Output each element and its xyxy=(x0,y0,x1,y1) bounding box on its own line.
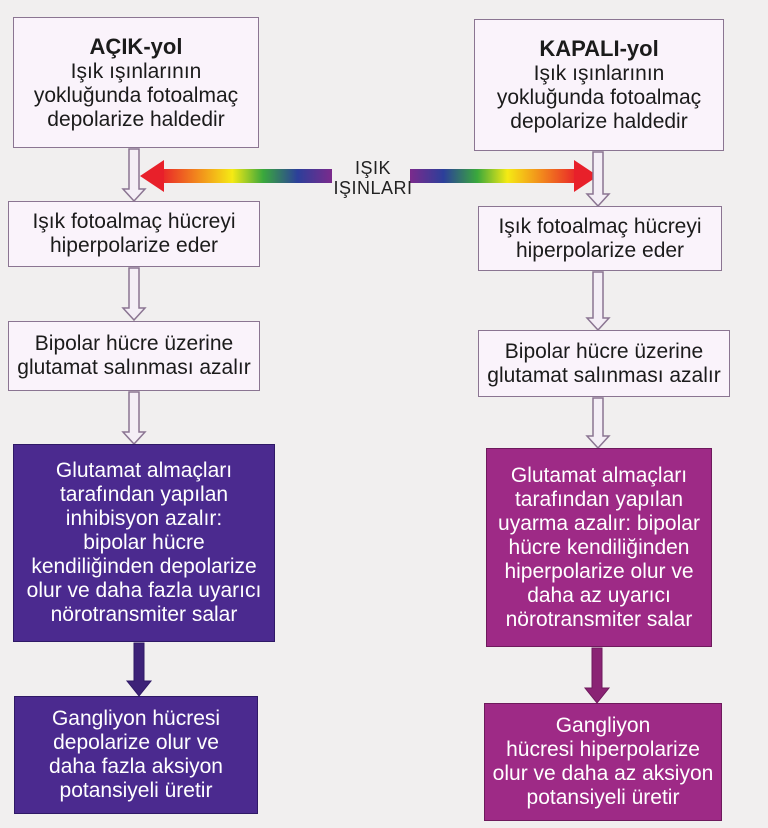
off-b1-line-1: Işık ışınlarının xyxy=(533,62,665,85)
on-b2-line-2: hiperpolarize eder xyxy=(49,234,219,257)
on-b4-line-3: inhibisyon azalır: xyxy=(65,507,223,530)
left-hollow-arrows xyxy=(121,148,147,446)
on-b4-line-1: Glutamat almaçları xyxy=(55,459,233,482)
on-b3-line-2: glutamat salınması azalır xyxy=(17,356,251,379)
on-b5-line-2: depolarize olur ve xyxy=(53,731,219,754)
on-b1-line-1: Işık ışınlarının xyxy=(70,59,202,83)
on-ganglion-depolarize-box: Gangliyon hücresi depolarize olur ve dah… xyxy=(14,696,258,814)
light-ray-arrow-right xyxy=(410,160,598,192)
off-b1-line-3: depolarize haldedir xyxy=(510,110,688,133)
on-b3-line-1: Bipolar hücre üzerine xyxy=(34,332,234,355)
on-b4-line-2: tarafından yapılan xyxy=(59,483,229,506)
arrow-right-1-2 xyxy=(585,151,611,208)
light-rays-label: IŞIK IŞINLARI xyxy=(318,158,428,198)
off-b2-line-2: hiperpolarize eder xyxy=(515,238,685,262)
on-b5-line-3: daha fazla aksiyon xyxy=(49,755,223,778)
on-b4-line-7: nörotransmiter salar xyxy=(50,603,238,626)
light-rays-label-line-1: IŞIK xyxy=(354,158,391,178)
off-pathway-header-box: KAPALI-yol Işık ışınlarının yokluğunda f… xyxy=(474,19,724,151)
off-b5-line-4: potansiyeli üretir xyxy=(526,786,680,809)
off-b4-line-6: daha az uyarıcı xyxy=(527,583,671,607)
off-bipolar-hyperpolarize-box: Glutamat almaçları tarafından yapılan uy… xyxy=(486,448,712,647)
on-b4-line-5: kendiliğinden depolarize xyxy=(31,555,257,578)
off-b4-line-5: hiperpolarize olur ve xyxy=(504,559,694,583)
on-b1-line-3: depolarize haldedir xyxy=(47,107,225,131)
off-photoreceptor-hyperpolarize-box: Işık fotoalmaç hücreyi hiperpolarize ede… xyxy=(478,206,722,271)
on-photoreceptor-hyperpolarize-box: Işık fotoalmaç hücreyi hiperpolarize ede… xyxy=(8,201,260,267)
on-b4-line-4: bipolar hücre xyxy=(83,531,205,554)
off-b3-line-2: glutamat salınması azalır xyxy=(487,363,721,387)
off-b5-line-2: hücresi hiperpolarize xyxy=(506,738,700,761)
arrow-left-3-4 xyxy=(121,391,147,446)
on-b1-line-2: yokluğunda fotoalmaç xyxy=(33,83,239,107)
light-rays-label-line-2: IŞINLARI xyxy=(333,178,413,198)
off-b4-line-4: hücre kendiliğinden xyxy=(508,535,690,559)
arrow-right-2-3 xyxy=(585,271,611,332)
right-hollow-arrows xyxy=(585,151,611,450)
on-bipolar-depolarize-box: Glutamat almaçları tarafından yapılan in… xyxy=(13,444,275,642)
off-b4-line-3: uyarma azalır: bipolar xyxy=(498,511,700,535)
light-ray-arrow-left xyxy=(140,160,332,192)
arrow-left-4-5 xyxy=(125,642,153,697)
on-b5-line-1: Gangliyon hücresi xyxy=(51,707,221,730)
on-pathway-header-box: AÇIK-yol Işık ışınlarının yokluğunda fot… xyxy=(13,17,259,148)
arrow-right-3-4 xyxy=(585,397,611,450)
off-b4-line-2: tarafından yapılan xyxy=(514,487,684,511)
off-b3-line-1: Bipolar hücre üzerine xyxy=(504,339,704,363)
arrow-right-4-5 xyxy=(583,647,611,704)
on-b2-line-1: Işık fotoalmaç hücreyi xyxy=(32,210,236,233)
off-b5-line-1: Gangliyon xyxy=(555,714,651,737)
off-b1-line-2: yokluğunda fotoalmaç xyxy=(496,86,702,109)
off-ganglion-hyperpolarize-box: Gangliyon hücresi hiperpolarize olur ve … xyxy=(484,703,722,821)
off-b2-line-1: Işık fotoalmaç hücreyi xyxy=(498,214,702,238)
off-b4-line-1: Glutamat almaçları xyxy=(510,463,688,487)
on-b4-line-6: olur ve daha fazla uyarıcı xyxy=(26,579,262,602)
on-b5-line-4: potansiyeli üretir xyxy=(59,779,213,802)
on-glutamat-release-box: Bipolar hücre üzerine glutamat salınması… xyxy=(8,321,260,391)
on-pathway-title: AÇIK-yol xyxy=(89,33,183,59)
arrow-left-2-3 xyxy=(121,267,147,322)
off-b5-line-3: olur ve daha az aksiyon xyxy=(492,762,714,785)
arrow-left-1-2 xyxy=(121,148,147,203)
off-glutamat-release-box: Bipolar hücre üzerine glutamat salınması… xyxy=(478,330,730,397)
off-b4-line-7: nörotransmiter salar xyxy=(505,607,693,631)
off-pathway-title: KAPALI-yol xyxy=(539,36,659,61)
